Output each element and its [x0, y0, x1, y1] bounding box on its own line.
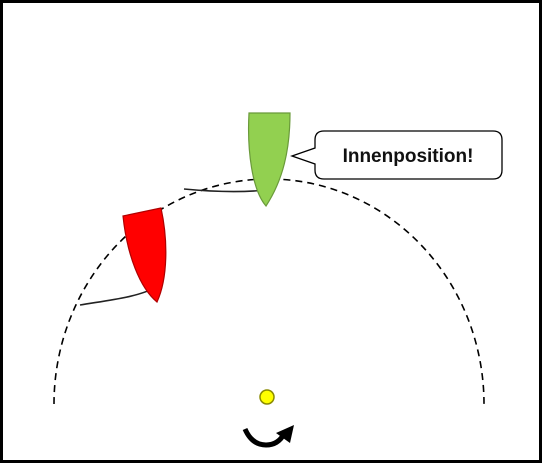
rotation-arrow-icon: [242, 425, 294, 448]
callout-text: Innenposition!: [343, 146, 474, 167]
rounding-circle: [53, 178, 485, 405]
callout-bubble: [290, 130, 503, 180]
mark-buoy: [259, 389, 275, 405]
red-boat: [122, 207, 167, 303]
green-boat: [248, 112, 291, 207]
green-boat-wake: [183, 188, 267, 193]
